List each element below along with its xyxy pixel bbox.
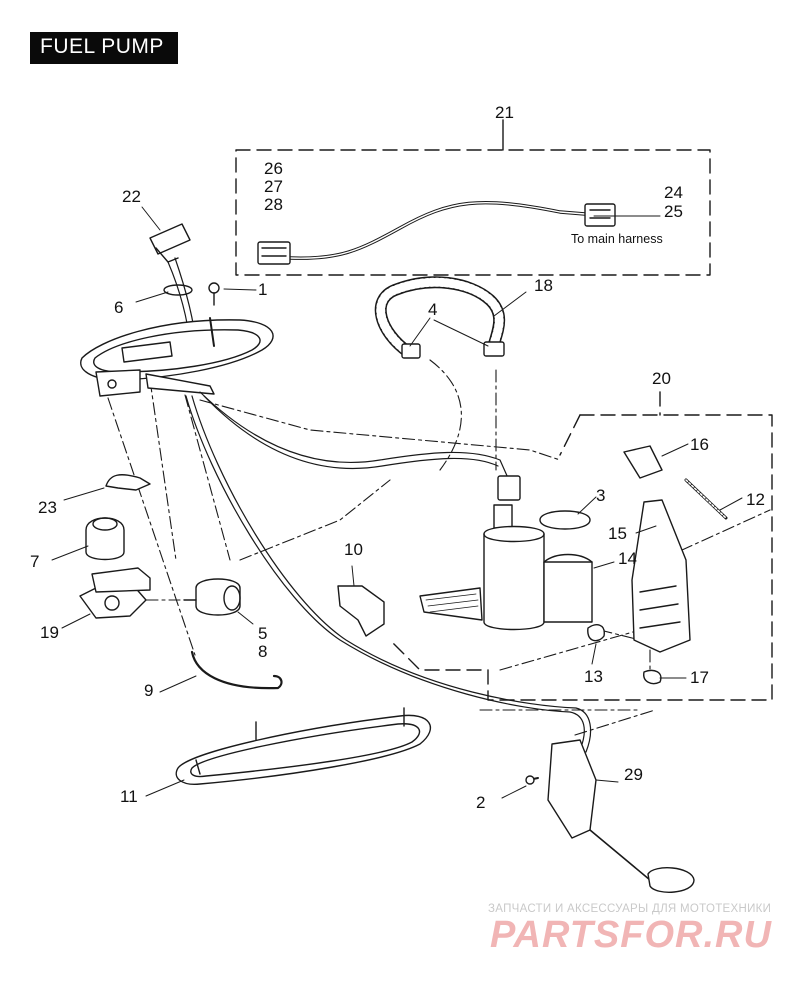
clip-9	[190, 650, 283, 690]
callout-16: 16	[690, 435, 709, 454]
callout-12: 12	[746, 490, 765, 509]
harness-21	[257, 200, 616, 265]
callout-14: 14	[618, 549, 637, 568]
page-title: FUEL PUMP	[40, 35, 164, 58]
callout-29: 29	[624, 765, 643, 784]
callout-4: 4	[428, 300, 438, 319]
callout-22: 22	[122, 187, 141, 206]
callout-6: 6	[114, 298, 124, 317]
pump-flange-plate	[80, 317, 274, 397]
connector-22	[149, 223, 197, 346]
callout-9: 9	[144, 681, 154, 700]
callout-7: 7	[30, 552, 40, 571]
filter-5	[183, 578, 241, 616]
regulator-housing-19	[79, 567, 151, 619]
callout-25: 25	[664, 202, 683, 221]
callout-20: 20	[652, 369, 671, 388]
callout-15: 15	[608, 524, 627, 543]
callout-3: 3	[596, 486, 606, 505]
group-20-dashed-outline	[389, 391, 773, 701]
callout-11: 11	[120, 787, 138, 806]
bracket-10	[337, 585, 385, 637]
callout-1: 1	[258, 280, 268, 299]
callout-27: 27	[264, 177, 283, 196]
callout-18: 18	[534, 276, 553, 295]
sender-29	[525, 739, 695, 893]
watermark-tagline: ЗАПЧАСТИ И АКСЕССУАРЫ ДЛЯ МОТОТЕХНИКИ	[488, 903, 772, 915]
hose-18	[374, 276, 506, 359]
callout-leaders	[51, 206, 743, 799]
callout-21: 21	[495, 103, 514, 122]
wire-harness-lower	[185, 391, 592, 753]
callout-19: 19	[40, 623, 59, 642]
pump-bracket-assembly	[587, 445, 728, 685]
pressure-regulator-7	[85, 517, 125, 561]
callout-28: 28	[264, 195, 283, 214]
screw-1	[208, 282, 220, 306]
callout-8: 8	[258, 642, 268, 661]
title-banner	[30, 32, 178, 64]
group-21-dashed-outline	[235, 149, 711, 276]
fuel-pump-body	[419, 475, 545, 631]
callout-10: 10	[344, 540, 363, 559]
alignment-dashed-lines	[107, 359, 771, 736]
clip-23	[105, 474, 151, 491]
pump-sleeves	[539, 510, 593, 623]
callout-5: 5	[258, 624, 268, 643]
callout-13: 13	[584, 667, 603, 686]
callout-26: 26	[264, 159, 283, 178]
callout-23: 23	[38, 498, 57, 517]
callout-17: 17	[690, 668, 709, 687]
callout-2: 2	[476, 793, 486, 812]
callout-24: 24	[664, 183, 683, 202]
note-to-main-harness: To main harness	[571, 232, 663, 246]
watermark-logo: PARTSFOR.RU	[490, 914, 772, 956]
gasket-11	[175, 707, 432, 785]
